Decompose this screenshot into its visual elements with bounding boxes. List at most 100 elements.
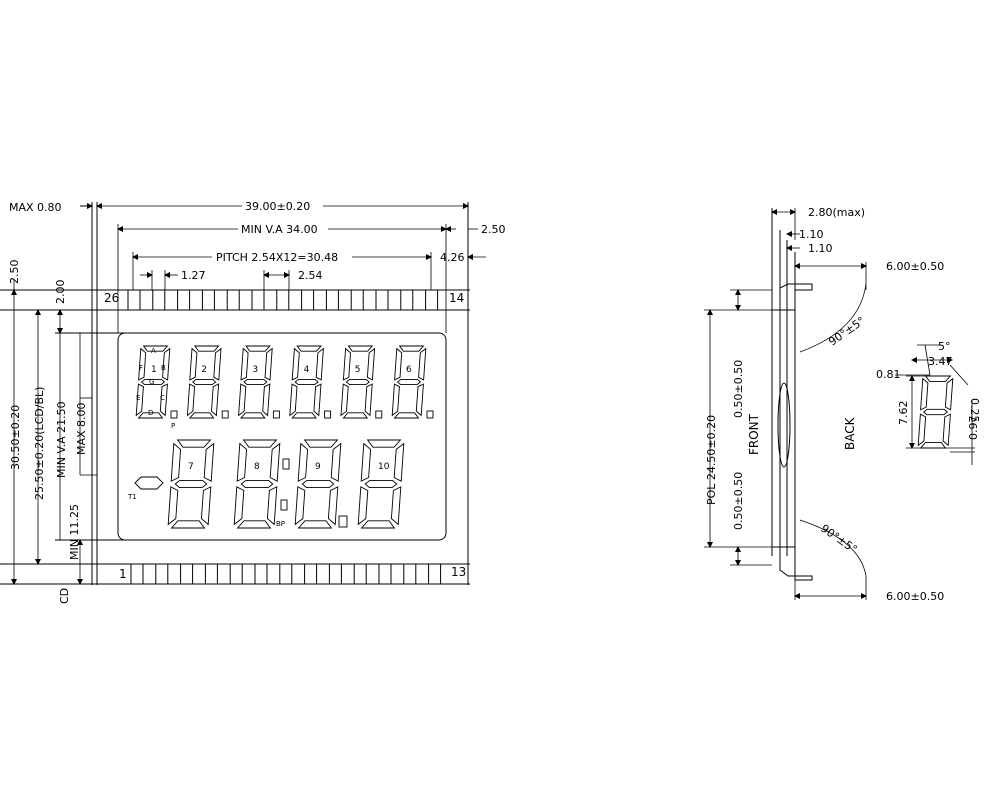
segment-letter-g: G — [149, 378, 154, 386]
pin-bottom — [155, 563, 169, 585]
segment — [135, 383, 144, 417]
pin-top — [400, 289, 414, 311]
segment — [245, 345, 271, 352]
layer1-label: 1.10 — [799, 228, 824, 241]
segment — [360, 520, 396, 529]
pins-bottom — [130, 563, 442, 585]
segment — [294, 378, 319, 386]
segment — [391, 383, 400, 417]
pin-label-13: 13 — [451, 565, 466, 579]
segment — [240, 479, 274, 489]
segment — [174, 479, 208, 489]
digits-bottom-row — [167, 439, 405, 529]
segment — [390, 486, 402, 526]
digit-number: 7 — [188, 462, 194, 472]
segment — [167, 486, 179, 526]
segment — [211, 383, 220, 417]
pin-bottom — [328, 563, 342, 585]
segment-letter-e: E — [136, 394, 140, 402]
segment — [264, 347, 273, 381]
pin-width-label: 1.27 — [181, 269, 206, 282]
segment — [366, 439, 402, 448]
pin-bottom — [353, 563, 367, 585]
digit-bottom — [233, 439, 281, 529]
detail-digit-shape — [917, 375, 954, 449]
offset-bottom-label: 0.50±0.50 — [732, 472, 745, 530]
digit-number: 10 — [378, 462, 390, 472]
segment — [315, 347, 324, 381]
segment — [296, 345, 322, 352]
segment — [236, 442, 248, 482]
segment — [176, 439, 212, 448]
digit-detail: 5° 3.47 0.81 7.62 0.25 0.97 — [876, 340, 981, 465]
digit-width-label: 3.47 — [928, 355, 953, 368]
segment — [189, 347, 198, 381]
segment — [924, 375, 952, 382]
segment — [243, 378, 268, 386]
segment — [366, 347, 376, 381]
segment — [942, 413, 951, 447]
pin-bottom — [428, 563, 442, 585]
segment — [347, 345, 374, 352]
top-margin-label: 2.00 — [54, 280, 67, 305]
segment — [213, 347, 222, 381]
min-va-width-label: MIN V.A 34.00 — [241, 223, 318, 236]
digit-height-label: 7.62 — [897, 401, 910, 426]
left-offset-label: 0.81 — [876, 368, 901, 381]
layer2-label: 1.10 — [808, 242, 833, 255]
digit-number: 8 — [254, 462, 260, 472]
segment-letter-f: F — [139, 364, 143, 372]
pin-top — [177, 289, 191, 311]
digit-number: 1 — [151, 365, 157, 375]
pin-top — [325, 289, 339, 311]
segment — [200, 486, 212, 526]
overall-width-label: 39.00±0.20 — [245, 200, 310, 213]
segment — [342, 347, 351, 381]
decimal-point — [221, 410, 229, 419]
segment — [170, 520, 206, 529]
pin-top — [201, 289, 215, 311]
segment — [922, 408, 949, 416]
digit-top — [340, 345, 376, 419]
digit-bottom — [357, 439, 405, 529]
segment — [944, 377, 954, 411]
segment — [418, 347, 427, 381]
pin-label-14: 14 — [449, 291, 464, 305]
pin-top — [276, 289, 290, 311]
pin-top — [226, 289, 240, 311]
max-thickness-label: MAX 0.80 — [9, 201, 62, 214]
digit-bottom — [167, 439, 215, 529]
digits-top-row — [135, 345, 434, 419]
segment — [203, 442, 215, 482]
segment — [159, 383, 168, 417]
segment-letter-b: B — [161, 364, 166, 372]
digit-number: 2 — [201, 365, 207, 375]
segment — [291, 347, 300, 381]
pin-bottom — [378, 563, 392, 585]
segment — [364, 383, 373, 417]
front-view: 26 14 1 13 MAX 0.80 39.00±0.20 MIN V.A 3… — [0, 200, 506, 604]
back-label: BACK — [843, 416, 857, 450]
segment — [920, 377, 929, 411]
segment — [238, 383, 247, 417]
gap-label: 0.97 — [967, 416, 980, 441]
digit-number: 4 — [304, 365, 310, 375]
segment — [289, 383, 298, 417]
bottom-cut-label: CD — [58, 588, 71, 604]
segment — [394, 347, 403, 381]
pin-top — [127, 289, 141, 311]
segment-width-line — [949, 364, 969, 386]
left-top-margin-label: 2.50 — [8, 260, 21, 285]
segment — [291, 412, 317, 419]
side-body — [771, 309, 796, 548]
segment — [313, 383, 322, 417]
pin-bottom — [304, 563, 318, 585]
digit-top — [289, 345, 324, 419]
pin-bottom — [403, 563, 417, 585]
segment — [364, 479, 398, 489]
pins-top — [127, 289, 439, 311]
segment — [303, 439, 339, 448]
segment — [186, 383, 196, 417]
